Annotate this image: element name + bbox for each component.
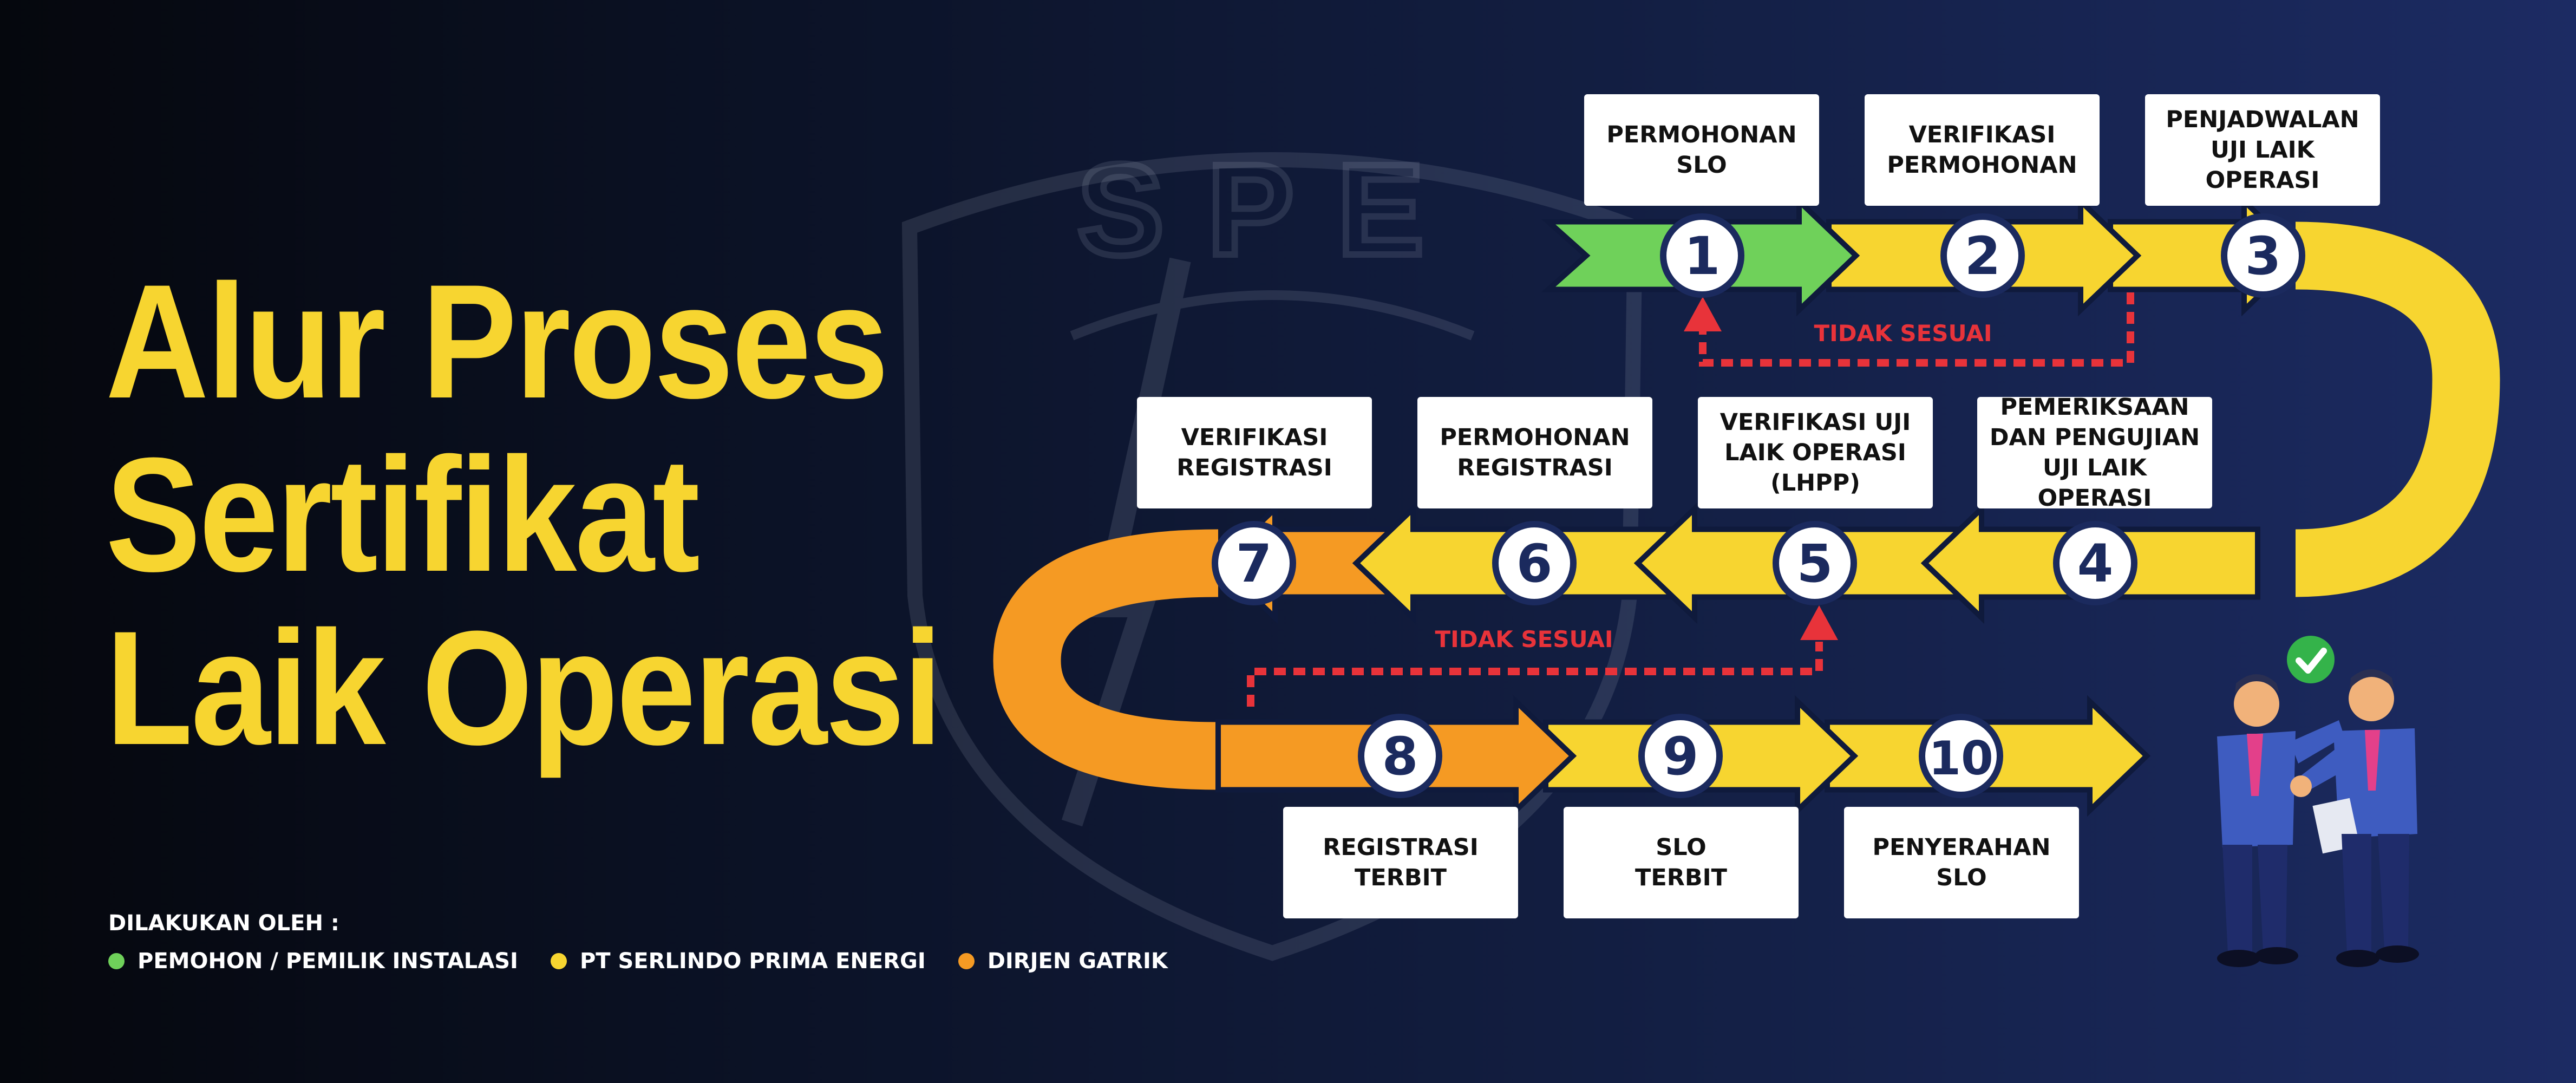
step-box-1: PERMOHONAN SLO — [1584, 94, 1819, 206]
step-label: SLO TERBIT — [1635, 834, 1727, 891]
legend-item-applicant: PEMOHON / PEMILIK INSTALASI — [108, 949, 518, 974]
step-box-3: PENJADWALAN UJI LAIK OPERASI — [2145, 94, 2380, 206]
step-marker-5: 5 — [1773, 521, 1857, 605]
loop-connector-left — [993, 529, 1219, 790]
legend-label: PT SERLINDO PRIMA ENERGI — [579, 949, 926, 974]
step-number: 9 — [1663, 726, 1699, 787]
step-marker-2: 2 — [1940, 213, 2025, 298]
step-circle — [1919, 714, 2003, 798]
step-number: 7 — [1236, 533, 1272, 594]
step-circle — [1638, 714, 1723, 798]
step-marker-8: 8 — [1358, 714, 1442, 798]
step-label: PENYERAHAN SLO — [1872, 834, 2051, 891]
step-number: 5 — [1797, 533, 1833, 594]
title-line-3: Laik Operasi — [106, 597, 943, 779]
step-box-7: VERIFIKASI REGISTRASI — [1137, 397, 1372, 508]
reject-path-bottom: TIDAK SESUAI — [1247, 605, 1838, 707]
step-label: REGISTRASI TERBIT — [1323, 834, 1479, 891]
legend-label: PEMOHON / PEMILIK INSTALASI — [138, 949, 518, 974]
step-circle — [2221, 213, 2305, 298]
title-line-1: Alur Proses — [106, 250, 889, 432]
step-circle — [1773, 521, 1857, 605]
checkmark-icon — [2287, 636, 2335, 683]
step-box-6: PERMOHONAN REGISTRASI — [1417, 397, 1652, 508]
step-marker-1: 1 — [1660, 213, 1744, 298]
step-box-4: PEMERIKSAAN DAN PENGUJIAN UJI LAIK OPERA… — [1977, 394, 2212, 512]
step-marker-10: 10 — [1919, 714, 2003, 798]
step-marker-6: 6 — [1492, 521, 1577, 605]
step-label: PERMOHONAN REGISTRASI — [1440, 424, 1630, 481]
step-circle — [2053, 521, 2137, 605]
reject-label-top: TIDAK SESUAI — [1814, 320, 1992, 347]
step-number: 4 — [2077, 533, 2114, 594]
watermark-text: SPE — [1077, 137, 1467, 282]
step-circle — [1212, 521, 1296, 605]
handshake-illustration — [2217, 636, 2419, 967]
legend-item-company: PT SERLINDO PRIMA ENERGI — [550, 949, 926, 974]
step-box-8: REGISTRASI TERBIT — [1283, 807, 1518, 918]
step-markers: 1 2 3 4 5 6 7 8 9 10 — [1212, 213, 2305, 798]
step-label: PENJADWALAN UJI LAIK OPERASI — [2166, 106, 2359, 194]
step-box-5: VERIFIKASI UJI LAIK OPERASI (LHPP) — [1698, 397, 1933, 508]
step-marker-3: 3 — [2221, 213, 2305, 298]
legend-dot-icon — [550, 953, 567, 969]
step-number: 10 — [1928, 732, 1993, 786]
step-label: PERMOHONAN SLO — [1606, 121, 1797, 179]
title-line-2: Sertifikat — [106, 423, 700, 605]
legend-label: DIRJEN GATRIK — [987, 949, 1168, 974]
legend-item-directorate: DIRJEN GATRIK — [958, 949, 1168, 974]
step-box-10: PENYERAHAN SLO — [1844, 807, 2079, 918]
step-label: PEMERIKSAAN DAN PENGUJIAN UJI LAIK OPERA… — [1989, 394, 2200, 512]
reject-path-top: TIDAK SESUAI — [1684, 292, 2134, 367]
step-label: VERIFIKASI PERMOHONAN — [1887, 121, 2077, 179]
step-number: 6 — [1516, 533, 1553, 594]
step-number: 2 — [1965, 226, 2001, 286]
step-circle — [1358, 714, 1442, 798]
step-marker-9: 9 — [1638, 714, 1723, 798]
step-number: 3 — [2245, 226, 2281, 286]
legend-heading: DILAKUKAN OLEH : — [108, 911, 339, 936]
reject-label-bottom: TIDAK SESUAI — [1435, 626, 1613, 653]
page-title: Alur Proses Sertifikat Laik Operasi — [106, 250, 943, 779]
step-circle — [1660, 213, 1744, 298]
step-marker-4: 4 — [2053, 521, 2137, 605]
reject-arrow-up-icon — [1684, 297, 1722, 331]
step-number: 1 — [1684, 226, 1721, 286]
step-label: VERIFIKASI REGISTRASI — [1176, 424, 1332, 481]
legend-dot-icon — [958, 953, 975, 969]
step-label: VERIFIKASI UJI LAIK OPERASI (LHPP) — [1719, 409, 1911, 497]
legend: PEMOHON / PEMILIK INSTALASI PT SERLINDO … — [108, 949, 1200, 974]
legend-dot-icon — [108, 953, 125, 969]
step-box-9: SLO TERBIT — [1564, 807, 1799, 918]
step-box-2: VERIFIKASI PERMOHONAN — [1865, 94, 2100, 206]
reject-arrow-up-icon — [1800, 605, 1838, 640]
step-circle — [1492, 521, 1577, 605]
loop-connector-right — [2295, 221, 2500, 597]
step-number: 8 — [1382, 726, 1418, 787]
step-circle — [1940, 213, 2025, 298]
step-marker-7: 7 — [1212, 521, 1296, 605]
